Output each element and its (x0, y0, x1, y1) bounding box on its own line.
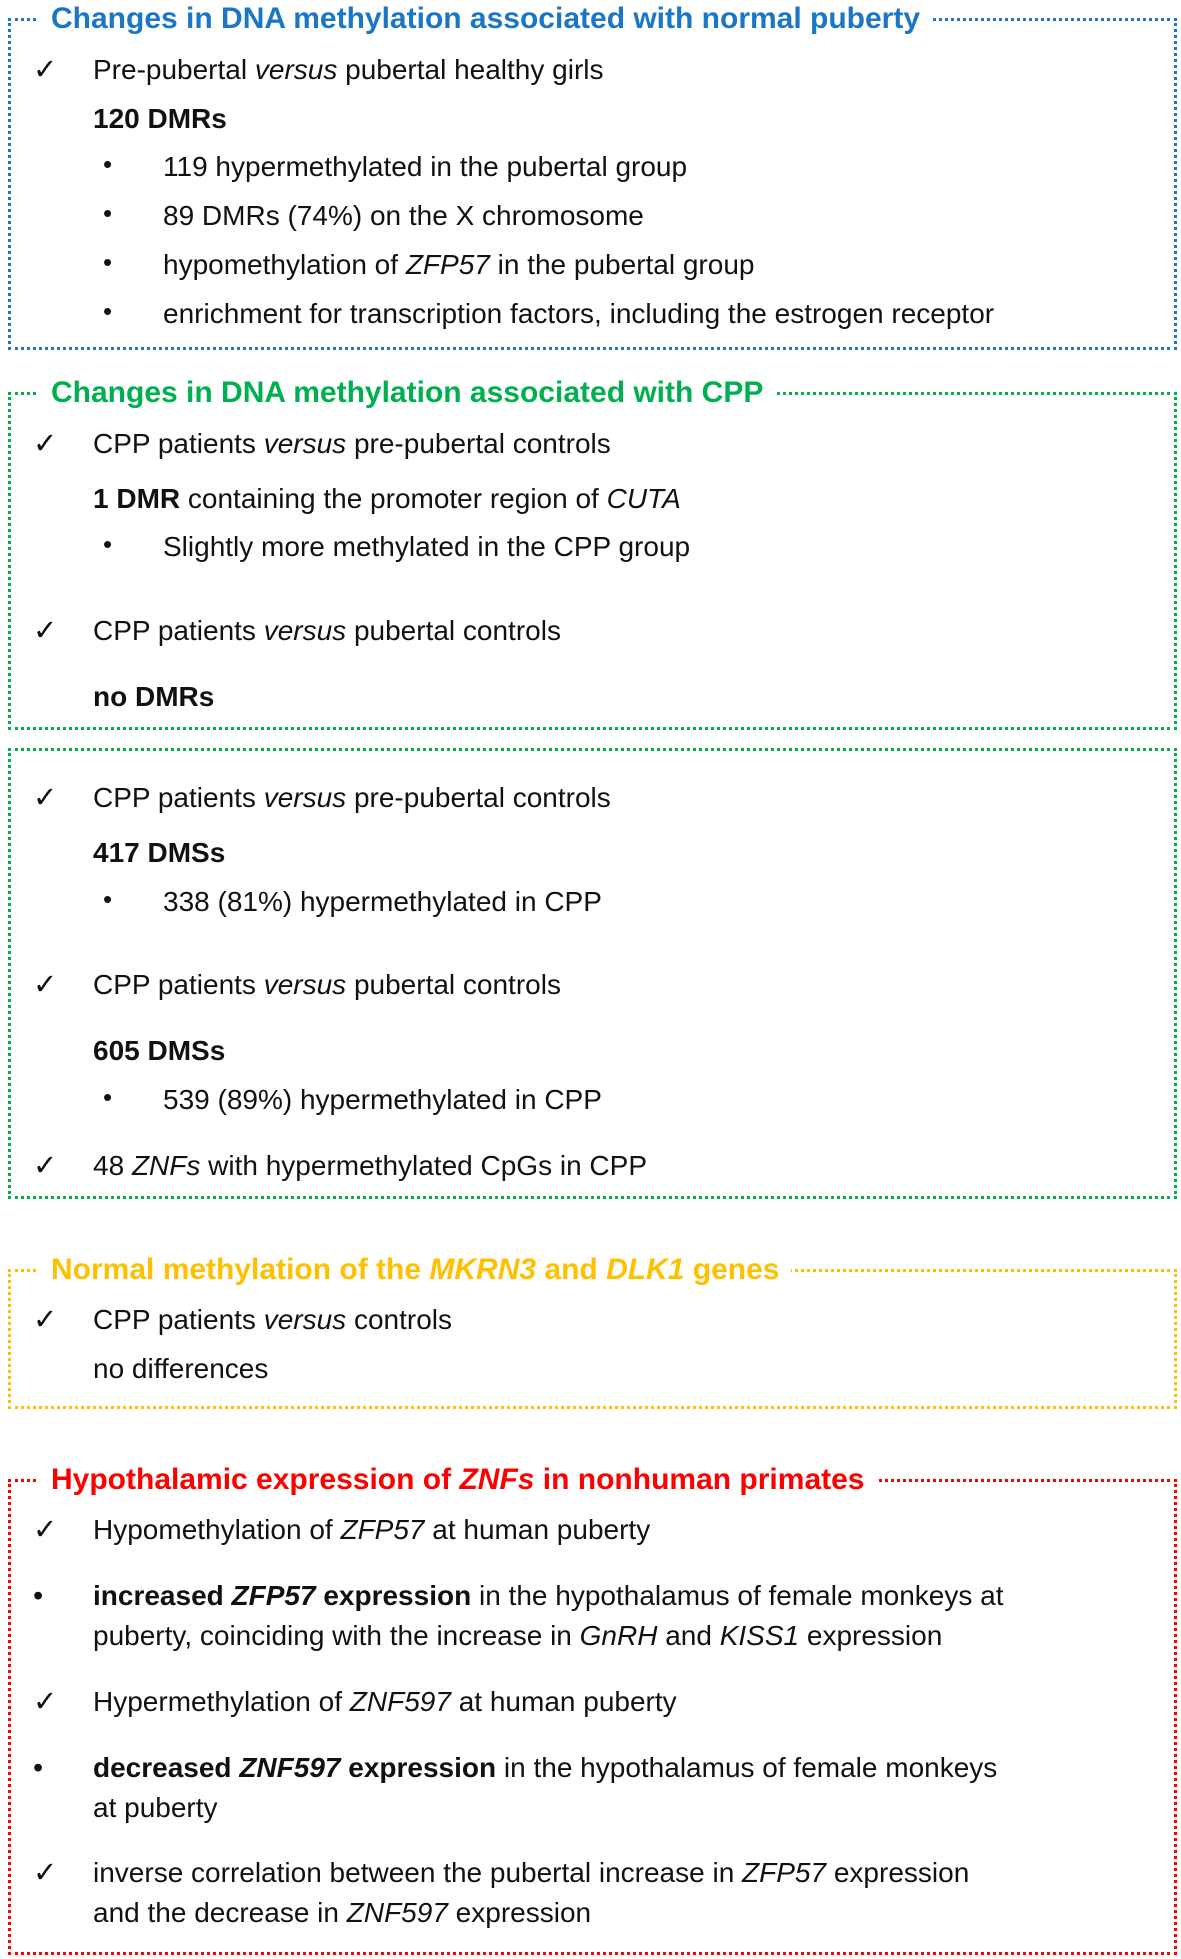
row-text: CPP patients versus pre-pubertal control… (93, 781, 611, 813)
bullet-item: • decreased ZNF597 expression in the hypo… (19, 1748, 1166, 1828)
bullet-item: • 338 (81%) hypermethylated in CPP (19, 882, 1166, 922)
box-mkrn3-dlk1: Normal methylation of the MKRN3 and DLK1… (8, 1252, 1177, 1409)
box-rows: ✓ Pre-pubertal versus pubertal healthy gi… (19, 50, 1166, 334)
check-icon: ✓ (33, 427, 58, 460)
box-rows: ✓ CPP patients versus controls no differen… (19, 1300, 1166, 1389)
check-icon: ✓ (33, 1857, 58, 1890)
row-text: Hypermethylation of ZNF597 at human pube… (93, 1685, 677, 1717)
row-text: inverse correlation between the pubertal… (93, 1857, 970, 1929)
row-text: 48 ZNFs with hypermethylated CpGs in CPP (93, 1149, 648, 1181)
bullet-icon: • (33, 1580, 44, 1613)
row-text: 1 DMR containing the promoter region of … (93, 482, 681, 514)
bullet-item: • Slightly more methylated in the CPP gro… (19, 527, 1166, 567)
row-text: CPP patients versus pre-pubertal control… (93, 427, 611, 459)
box-cpp-dmss: ✓ CPP patients versus pre-pubertal contro… (8, 747, 1177, 1199)
check-item: ✓ Pre-pubertal versus pubertal healthy gi… (19, 50, 1166, 90)
check-icon: ✓ (33, 615, 58, 648)
row-text: Pre-pubertal versus pubertal healthy gir… (93, 53, 604, 85)
box-normal-puberty: Changes in DNA methylation associated wi… (8, 2, 1177, 350)
bullet-item: • 89 DMRs (74%) on the X chromosome (19, 196, 1166, 236)
bullet-icon: • (103, 149, 113, 180)
row-text: CPP patients versus pubertal controls (93, 969, 561, 1001)
check-item: ✓ inverse correlation between the pubert… (19, 1853, 1166, 1933)
check-item: ✓ Hypomethylation of ZFP57 at human puber… (19, 1510, 1166, 1550)
box-title-normal-puberty: Changes in DNA methylation associated wi… (51, 2, 921, 35)
row-text: 120 DMRs (93, 102, 227, 134)
box-znf-primates: Hypothalamic expression of ZNFs in nonhu… (8, 1462, 1177, 1955)
check-icon: ✓ (33, 969, 58, 1002)
row-text: increased ZFP57 expression in the hypoth… (93, 1580, 1004, 1652)
box-title-znf-primates: Hypothalamic expression of ZNFs in nonhu… (51, 1462, 865, 1496)
text-item: no differences (19, 1349, 1166, 1389)
text-item: 417 DMSs (19, 833, 1166, 873)
row-text: no DMRs (93, 681, 215, 713)
row-text: hypomethylation of ZFP57 in the pubertal… (163, 248, 755, 280)
bullet-item: • 539 (89%) hypermethylated in CPP (19, 1080, 1166, 1120)
bullet-icon: • (103, 529, 113, 560)
bullet-item: • increased ZFP57 expression in the hypot… (19, 1576, 1166, 1656)
box-rows: ✓ CPP patients versus pre-pubertal contro… (19, 778, 1166, 1186)
row-text: Slightly more methylated in the CPP grou… (163, 531, 691, 563)
bullet-icon: • (33, 1751, 44, 1784)
bullet-item: • 119 hypermethylated in the pubertal gro… (19, 147, 1166, 187)
check-icon: ✓ (33, 1149, 58, 1182)
check-item: ✓ CPP patients versus controls (19, 1300, 1166, 1340)
box-rows: ✓ Hypomethylation of ZFP57 at human puber… (19, 1510, 1166, 1933)
row-text: enrichment for transcription factors, in… (163, 297, 995, 329)
check-item: ✓ CPP patients versus pre-pubertal contro… (19, 424, 1166, 464)
box-cpp-dmrs: Changes in DNA methylation associated wi… (8, 376, 1177, 730)
check-icon: ✓ (33, 53, 58, 86)
box-title-cpp-dmrs: Changes in DNA methylation associated wi… (51, 376, 764, 409)
row-text: decreased ZNF597 expression in the hypot… (93, 1751, 998, 1823)
row-text: 338 (81%) hypermethylated in CPP (163, 885, 602, 917)
text-item: 120 DMRs (19, 99, 1166, 139)
text-item: 605 DMSs (19, 1031, 1166, 1071)
bullet-icon: • (103, 246, 113, 277)
check-item: ✓ Hypermethylation of ZNF597 at human pub… (19, 1682, 1166, 1722)
check-item: ✓ CPP patients versus pubertal controls (19, 965, 1166, 1005)
check-item: ✓ 48 ZNFs with hypermethylated CpGs in CP… (19, 1146, 1166, 1186)
bullet-icon: • (103, 198, 113, 229)
row-text: CPP patients versus controls (93, 1304, 452, 1336)
row-text: 417 DMSs (93, 836, 226, 868)
bullet-icon: • (103, 1082, 113, 1113)
box-rows: ✓ CPP patients versus pre-pubertal contro… (19, 424, 1166, 717)
check-item: ✓ CPP patients versus pubertal controls (19, 611, 1166, 651)
text-item: no DMRs (19, 677, 1166, 717)
bullet-icon: • (103, 295, 113, 326)
check-icon: ✓ (33, 1304, 58, 1337)
bullet-icon: • (103, 883, 113, 914)
row-text: 119 hypermethylated in the pubertal grou… (163, 151, 688, 183)
check-icon: ✓ (33, 1514, 58, 1547)
check-icon: ✓ (33, 1685, 58, 1718)
row-text: 89 DMRs (74%) on the X chromosome (163, 200, 644, 232)
row-text: no differences (93, 1353, 269, 1385)
check-icon: ✓ (33, 781, 58, 814)
check-item: ✓ CPP patients versus pre-pubertal contro… (19, 778, 1166, 818)
row-text: 605 DMSs (93, 1035, 226, 1067)
bullet-item: • enrichment for transcription factors, i… (19, 294, 1166, 334)
row-text: 539 (89%) hypermethylated in CPP (163, 1084, 602, 1116)
row-text: Hypomethylation of ZFP57 at human pubert… (93, 1514, 651, 1546)
box-title-mkrn3-dlk1: Normal methylation of the MKRN3 and DLK1… (51, 1252, 780, 1286)
text-item: 1 DMR containing the promoter region of … (19, 479, 1166, 519)
bullet-item: • hypomethylation of ZFP57 in the puberta… (19, 245, 1166, 285)
row-text: CPP patients versus pubertal controls (93, 615, 561, 647)
